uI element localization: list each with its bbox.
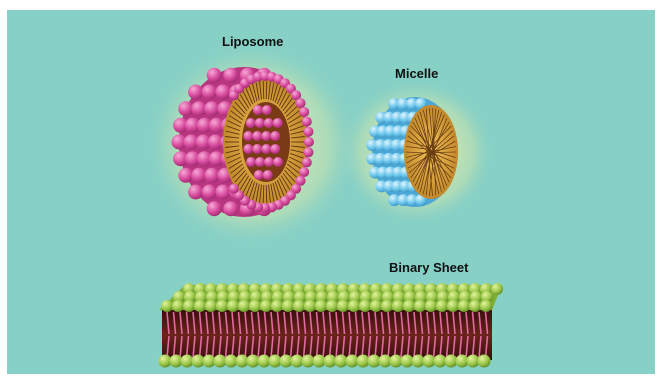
sheet-top-bubble — [304, 300, 316, 312]
sheet-top-bubble — [216, 300, 228, 312]
liposome-tail — [266, 81, 267, 99]
liposome-inner-bubble — [246, 157, 256, 167]
sheet-top-bubble — [194, 300, 206, 312]
binary-sheet — [159, 283, 504, 368]
liposome-inner-bubble — [243, 131, 253, 141]
binary-sheet-label: Binary Sheet — [389, 260, 468, 275]
diagram-art — [7, 10, 655, 374]
liposome-head-bubble — [223, 201, 238, 216]
liposome-inner-bubble — [263, 170, 273, 180]
liposome-inner-bubble — [252, 131, 262, 141]
liposome-rim-bubble — [302, 157, 312, 167]
liposome-rim-bubble — [229, 184, 239, 194]
sheet-top-bubble — [326, 300, 338, 312]
liposome-inner-bubble — [273, 118, 283, 128]
sheet-top-bubble — [436, 300, 448, 312]
sheet-top-bubble — [370, 300, 382, 312]
liposome-inner-bubble — [261, 131, 271, 141]
diagram-canvas: Liposome Micelle Binary Sheet — [7, 10, 655, 374]
sheet-top-bubble — [480, 300, 492, 312]
sheet-top-bubble — [337, 300, 349, 312]
micelle — [366, 97, 458, 207]
micelle-label: Micelle — [395, 66, 438, 81]
sheet-top-bubble — [381, 300, 393, 312]
liposome-head-bubble — [191, 168, 206, 183]
liposome-head-bubble — [202, 185, 217, 200]
liposome-inner-bubble — [270, 131, 280, 141]
liposome-head-bubble — [204, 168, 219, 183]
liposome-head-bubble — [207, 201, 222, 216]
sheet-top-bubble — [469, 300, 481, 312]
sheet-top-bubble — [238, 300, 250, 312]
liposome-head-bubble — [191, 101, 206, 116]
liposome-head-bubble — [223, 68, 238, 83]
sheet-top-bubble — [271, 300, 283, 312]
liposome-rim-bubble — [296, 98, 306, 108]
liposome-label: Liposome — [222, 34, 283, 49]
liposome-rim-bubble — [299, 167, 309, 177]
sheet-top-bubble — [282, 300, 294, 312]
sheet-top-bubble — [414, 300, 426, 312]
liposome-inner-bubble — [255, 118, 265, 128]
sheet-top-bubble — [458, 300, 470, 312]
sheet-top-bubble — [447, 300, 459, 312]
sheet-top-bubble — [249, 300, 261, 312]
liposome-tail — [263, 81, 264, 99]
sheet-top-head-groups — [161, 283, 503, 312]
sheet-top-bubble — [403, 300, 415, 312]
liposome-rim-bubble — [304, 137, 314, 147]
liposome-head-bubble — [204, 101, 219, 116]
liposome-inner-bubble — [253, 105, 263, 115]
sheet-top-bubble — [491, 283, 503, 295]
liposome-head-bubble — [178, 168, 193, 183]
liposome-inner-bubble — [270, 144, 280, 154]
liposome-tail — [266, 185, 267, 203]
liposome-rim-bubble — [299, 107, 309, 117]
liposome-head-bubble — [215, 185, 230, 200]
liposome-inner-bubble — [252, 144, 262, 154]
sheet-top-bubble — [293, 300, 305, 312]
sheet-top-bubble — [183, 300, 195, 312]
liposome-inner-bubble — [262, 105, 272, 115]
liposome-head-bubble — [202, 85, 217, 100]
sheet-top-bubble — [260, 300, 272, 312]
liposome-rim-bubble — [302, 117, 312, 127]
sheet-top-bubble — [172, 300, 184, 312]
liposome-head-bubble — [215, 85, 230, 100]
liposome-head-bubble — [207, 68, 222, 83]
sheet-top-bubble — [425, 300, 437, 312]
liposome-inner-bubble — [273, 157, 283, 167]
liposome-rim-bubble — [304, 147, 314, 157]
liposome-inner-bubble — [243, 144, 253, 154]
sheet-top-bubble — [161, 300, 173, 312]
sheet-bottom-bubble — [478, 355, 491, 368]
liposome-head-bubble — [188, 185, 203, 200]
liposome-rim-bubble — [304, 127, 314, 137]
liposome-inner-bubble — [246, 118, 256, 128]
liposome-inner-bubble — [264, 157, 274, 167]
sheet-top-bubble — [348, 300, 360, 312]
sheet-core — [162, 310, 492, 360]
liposome-inner-bubble — [254, 170, 264, 180]
liposome-inner-bubble — [264, 118, 274, 128]
sheet-top-bubble — [227, 300, 239, 312]
sheet-top-bubble — [205, 300, 217, 312]
liposome-inner-bubble — [261, 144, 271, 154]
liposome-tail — [263, 185, 264, 203]
liposome-head-bubble — [188, 85, 203, 100]
liposome — [172, 67, 315, 217]
sheet-top-bubble — [359, 300, 371, 312]
liposome-inner-bubble — [255, 157, 265, 167]
liposome-head-bubble — [178, 101, 193, 116]
sheet-top-bubble — [392, 300, 404, 312]
sheet-top-bubble — [315, 300, 327, 312]
